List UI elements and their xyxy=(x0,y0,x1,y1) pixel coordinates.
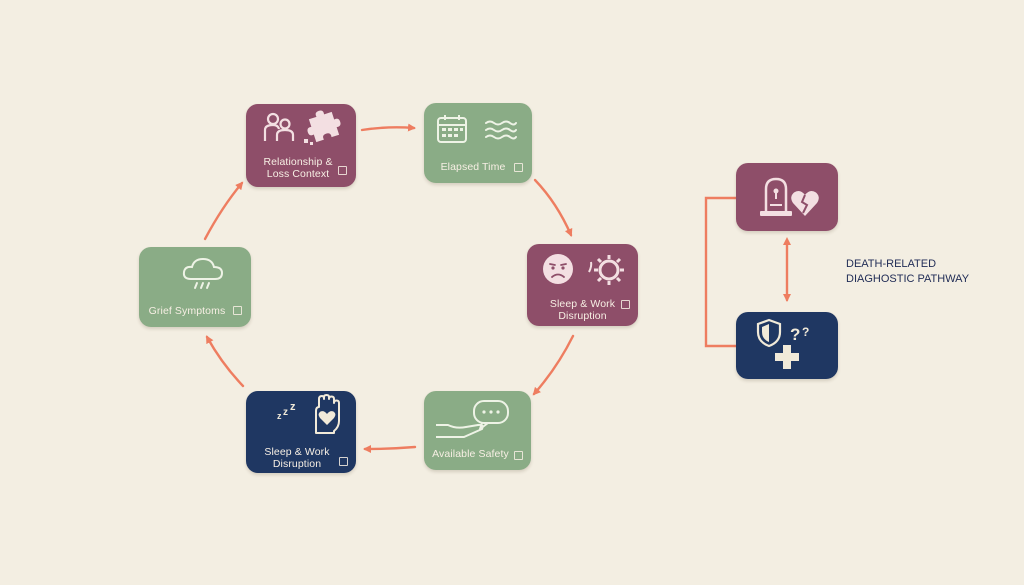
node-diagnosis[interactable]: ? ? xyxy=(736,312,838,379)
node-available-safety[interactable]: Available Safety xyxy=(424,391,531,470)
node-checkbox[interactable] xyxy=(514,451,523,460)
node-sleep-work-disruption-bottom[interactable]: z z z Sleep & Work Disruption xyxy=(246,391,356,473)
svg-text:?: ? xyxy=(790,325,800,344)
puzzle-icon xyxy=(304,110,341,145)
svg-text:z: z xyxy=(277,411,282,421)
waves-icon xyxy=(485,120,517,140)
calendar-icon xyxy=(437,115,467,143)
node-checkbox[interactable] xyxy=(621,300,630,309)
node-checkbox[interactable] xyxy=(514,163,523,172)
node-death-related[interactable] xyxy=(736,163,838,231)
svg-text:?: ? xyxy=(802,325,809,339)
label-line: Elapsed Time xyxy=(440,161,506,173)
node-sleep-work-disruption-top[interactable]: Sleep & Work Disruption xyxy=(527,244,638,326)
label-line: Disruption xyxy=(558,310,607,322)
node-checkbox[interactable] xyxy=(339,457,348,466)
label-line: Grief Symptoms xyxy=(148,305,226,317)
gravestone-icon xyxy=(760,177,792,216)
pathway-bracket xyxy=(704,196,738,348)
sad-face-icon xyxy=(543,254,573,284)
node-elapsed-time[interactable]: Elapsed Time xyxy=(424,103,532,183)
svg-text:z: z xyxy=(290,401,296,413)
node-checkbox[interactable] xyxy=(338,166,347,175)
people-icon xyxy=(263,112,295,141)
hand-heart-icon xyxy=(315,394,340,434)
node-label: Sleep & Work Disruption xyxy=(246,446,356,470)
arrow-sleep-work-to-grief xyxy=(205,335,245,388)
arrow-relationship-to-elapsed xyxy=(360,123,416,132)
svg-text:z: z xyxy=(283,407,288,418)
node-checkbox[interactable] xyxy=(233,306,242,315)
node-label: Available Safety xyxy=(424,448,531,460)
node-grief-symptoms[interactable]: Grief Symptoms xyxy=(139,247,251,327)
pathway-title-line: DEATH-RELATED xyxy=(846,258,937,270)
pathway-title: DEATH-RELATED DIAGHOSTIC PATHWAY xyxy=(846,257,969,287)
broken-heart-icon xyxy=(791,190,819,216)
question-mark-icon: ? ? xyxy=(790,325,809,344)
node-label: Elapsed Time xyxy=(424,161,532,173)
medical-cross-icon xyxy=(775,345,799,369)
shield-icon xyxy=(756,318,782,348)
node-relationship-loss-context[interactable]: Relationship & Loss Context xyxy=(246,104,356,187)
rain-cloud-icon xyxy=(182,257,224,289)
arrow-grief-to-relationship xyxy=(203,181,244,241)
pathway-title-line: DIAGHOSTIC PATHWAY xyxy=(846,273,970,285)
arrow-sleep-work-to-safety xyxy=(532,334,575,396)
arrow-safety-to-sleep-work xyxy=(363,444,417,453)
node-label: Grief Symptoms xyxy=(139,305,251,317)
label-line: Sleep & Work xyxy=(549,298,616,310)
label-line: Relationship & xyxy=(263,156,333,168)
label-line: Loss Context xyxy=(266,168,330,180)
label-line: Sleep & Work xyxy=(264,446,330,458)
label-line: Disruption xyxy=(272,458,322,470)
moon-zzz-icon: z z z xyxy=(262,401,296,433)
gear-icon xyxy=(588,255,624,285)
node-label: Relationship & Loss Context xyxy=(246,156,356,180)
label-line: Available Safety xyxy=(432,448,509,460)
hand-speech-bubble-icon xyxy=(436,400,509,438)
arrow-elapsed-to-sleep-work xyxy=(533,178,573,237)
node-label: Sleep & Work Disruption xyxy=(527,298,638,322)
